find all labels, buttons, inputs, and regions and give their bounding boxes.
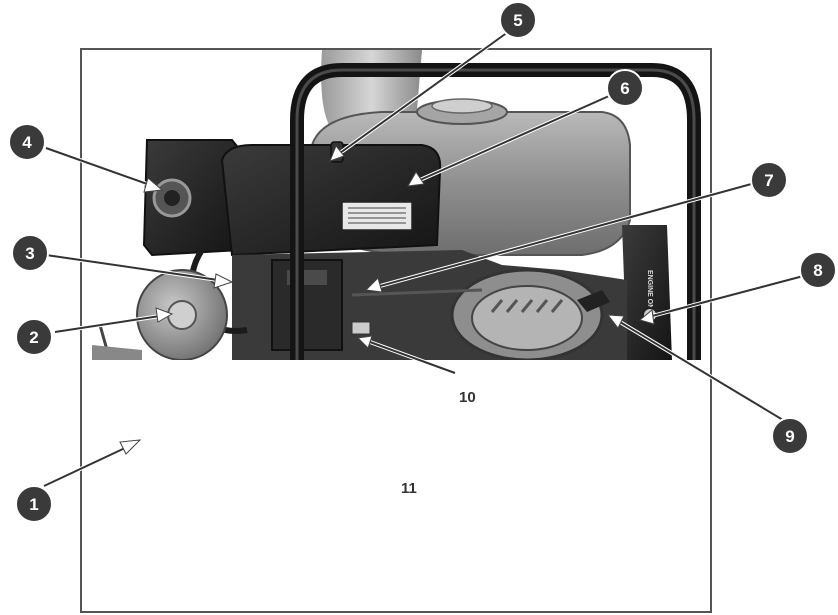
arrowhead-10 (356, 335, 373, 349)
arrowhead-8 (638, 309, 655, 325)
callout-8: 8 (799, 251, 837, 289)
callout-7: 7 (750, 161, 788, 199)
arrowhead-3 (213, 273, 234, 289)
callout-7-label: 7 (764, 171, 773, 190)
callout-5-label: 5 (513, 11, 522, 30)
arrowhead-7 (364, 277, 383, 293)
callout-9-label: 9 (785, 427, 794, 446)
control-panel (622, 225, 672, 360)
callout-4-label: 4 (22, 133, 32, 152)
arrowhead-6 (407, 171, 425, 187)
callout-4: 4 (8, 123, 46, 161)
arrowhead-2 (155, 307, 174, 323)
fuel-valve (351, 321, 371, 335)
arrowhead-4 (143, 177, 164, 193)
callout-6: 6 (606, 69, 644, 107)
callout-3: 3 (11, 234, 49, 272)
callout-6-label: 6 (620, 79, 629, 98)
callout-1: 1 (15, 485, 53, 523)
callout-5: 5 (499, 1, 537, 39)
callout-1-label: 1 (29, 495, 38, 514)
throttle-rod (351, 288, 483, 297)
engine-pump-illustration: ENGINE ON (82, 50, 710, 360)
arrowhead-1 (119, 439, 142, 455)
callout-8-label: 8 (813, 261, 822, 280)
callout-2-label: 2 (29, 328, 38, 347)
callout-9: 9 (771, 417, 809, 455)
label-10: 10 (459, 389, 476, 406)
callout-3-label: 3 (25, 244, 34, 263)
warning-label (341, 201, 413, 231)
callout-2: 2 (15, 318, 53, 356)
arrowhead-9 (606, 314, 625, 329)
panel-text: ENGINE ON (646, 270, 653, 309)
arrowhead-5 (329, 145, 345, 162)
label-11: 11 (401, 480, 417, 497)
starter-handle (577, 290, 610, 312)
